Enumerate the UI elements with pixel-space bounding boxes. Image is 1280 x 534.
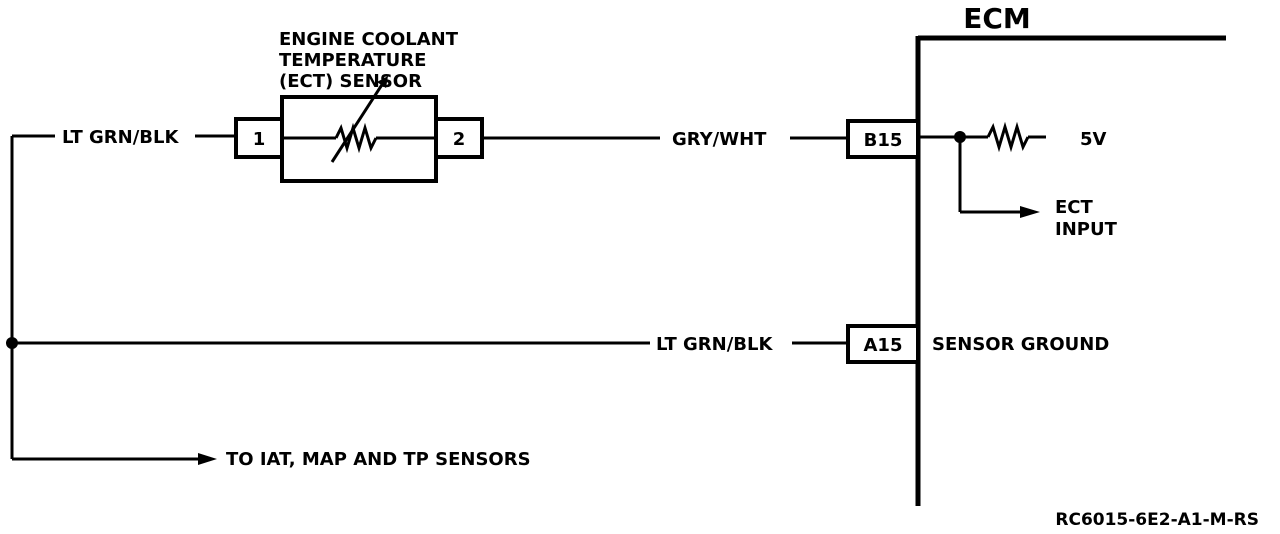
variable-arrow-shaft <box>330 79 387 163</box>
top-left-wire-label: LT GRN/BLK <box>62 127 179 148</box>
ecm-pin-b15-label: B15 <box>864 130 903 151</box>
signal-wire-label: GRY/WHT <box>672 129 767 150</box>
left-bus: TO IAT, MAP AND TP SENSORS <box>6 134 531 470</box>
ecm-pin-b15-box <box>846 119 920 159</box>
sensor-feed-wire: LT GRN/BLK <box>62 127 236 148</box>
variable-arrow-head-icon <box>377 76 388 88</box>
to-sensors-arrow-icon <box>198 453 217 465</box>
ecm-pin-a15-box <box>846 324 920 364</box>
ect-input-label-line-1: ECT <box>1055 197 1094 218</box>
sensor-ground-label: SENSOR GROUND <box>932 334 1109 355</box>
sensor-title-line-2: TEMPERATURE <box>279 50 426 71</box>
sensor-pin1-label: 1 <box>253 129 266 150</box>
ect-sensor: ENGINE COOLANT TEMPERATURE (ECT) SENSOR … <box>234 29 484 183</box>
sensor-pin1-box <box>234 117 284 159</box>
ecm-title: ECM <box>963 2 1031 35</box>
sensor-pin2-label: 2 <box>453 129 466 150</box>
ground-wire-label: LT GRN/BLK <box>656 334 773 355</box>
figure-reference-code: RC6015-6E2-A1-M-RS <box>1055 510 1259 530</box>
sensor-title-line-1: ENGINE COOLANT <box>279 29 459 50</box>
signal-wire: GRY/WHT B15 <box>482 119 920 159</box>
to-sensors-label: TO IAT, MAP AND TP SENSORS <box>226 449 531 470</box>
sensor-title-line-3: (ECT) SENSOR <box>279 71 422 92</box>
ect-input-arrow-icon <box>1020 206 1040 218</box>
thermistor-resistor-icon <box>334 122 378 154</box>
ect-input-label-line-2: INPUT <box>1055 219 1118 240</box>
supply-voltage-label: 5V <box>1080 129 1107 150</box>
ecm-internal-circuit: 5V ECT INPUT <box>918 121 1118 240</box>
ecm-pin-a15-label: A15 <box>864 335 903 356</box>
ecm-housing: ECM <box>915 2 1226 506</box>
ground-wire: LT GRN/BLK A15 SENSOR GROUND <box>12 324 1109 364</box>
pullup-resistor-icon <box>986 121 1030 153</box>
